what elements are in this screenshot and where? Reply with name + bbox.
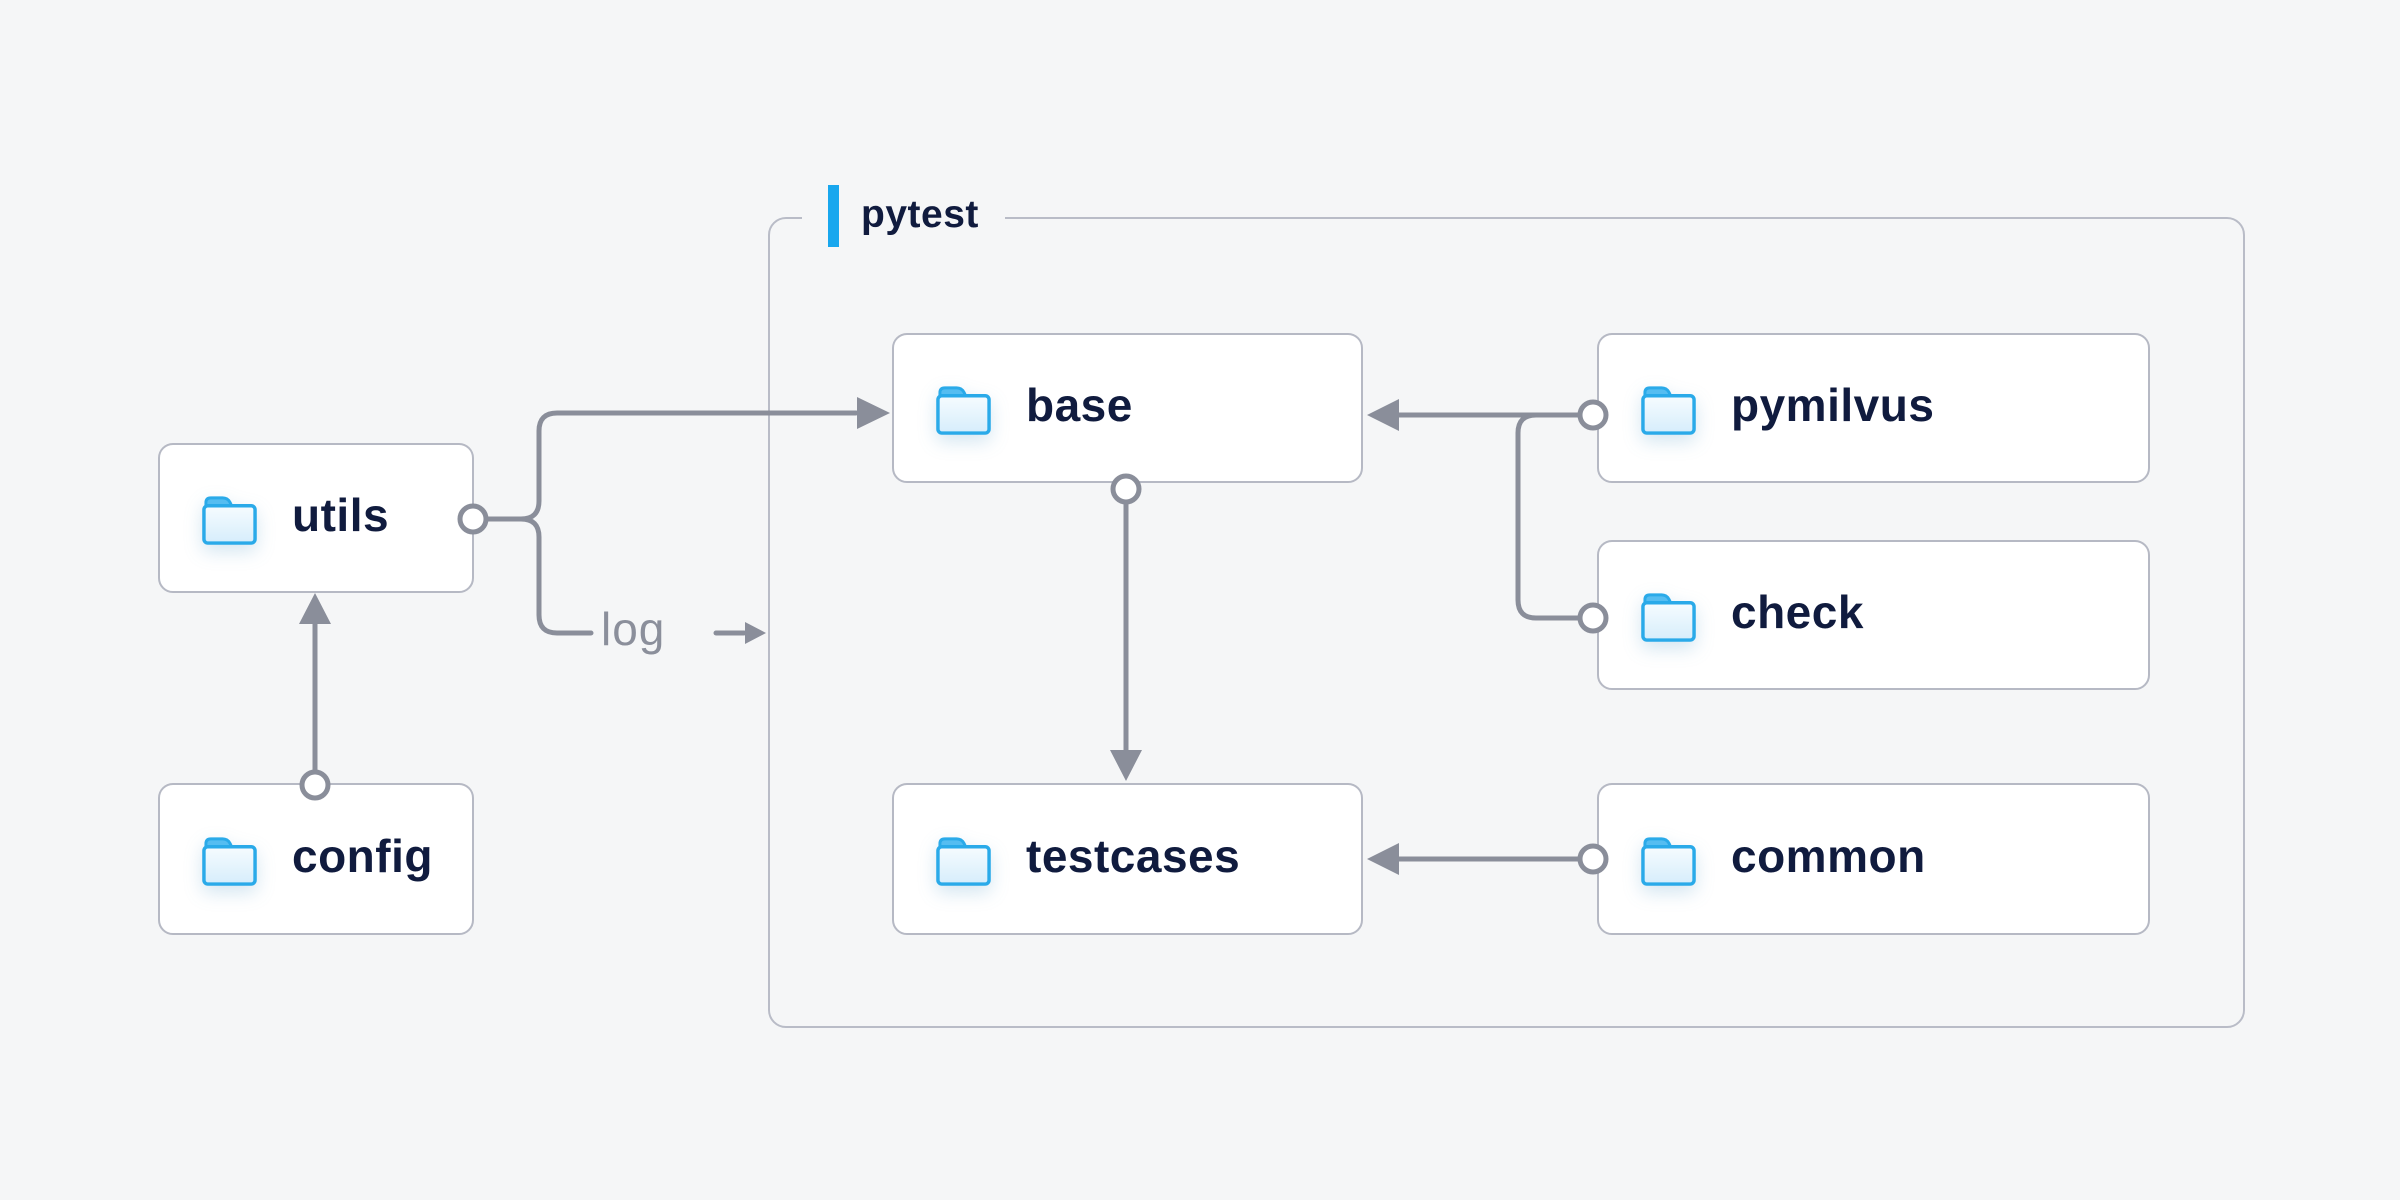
node-config: config — [158, 783, 474, 935]
node-base: base — [892, 333, 1363, 483]
pytest-group-box — [768, 217, 2245, 1028]
folder-icon — [202, 495, 257, 545]
node-check: check — [1597, 540, 2150, 690]
folder-icon — [1641, 592, 1696, 642]
edge-utils-log — [518, 516, 594, 636]
node-testcases: testcases — [892, 783, 1363, 935]
group-title: pytest — [861, 192, 979, 236]
node-utils: utils — [158, 443, 474, 593]
node-label-testcases: testcases — [1026, 830, 1241, 882]
arrowhead-into-utils — [299, 593, 331, 624]
folder-icon — [1641, 836, 1696, 886]
folder-icon — [936, 385, 991, 435]
node-label-config: config — [292, 830, 433, 882]
node-label-utils: utils — [292, 489, 390, 541]
accent-bar — [828, 185, 839, 247]
log-edge-label: log — [601, 603, 666, 655]
folder-icon — [1641, 385, 1696, 435]
folder-icon — [202, 836, 257, 886]
folder-icon — [936, 836, 991, 886]
node-common: common — [1597, 783, 2150, 935]
node-pymilvus: pymilvus — [1597, 333, 2150, 483]
node-label-check: check — [1731, 586, 1864, 638]
arrowhead-log — [745, 622, 766, 644]
node-label-base: base — [1026, 379, 1133, 431]
node-label-common: common — [1731, 830, 1926, 882]
pytest-group-label: pytest — [802, 184, 1005, 248]
node-label-pymilvus: pymilvus — [1731, 379, 1935, 431]
